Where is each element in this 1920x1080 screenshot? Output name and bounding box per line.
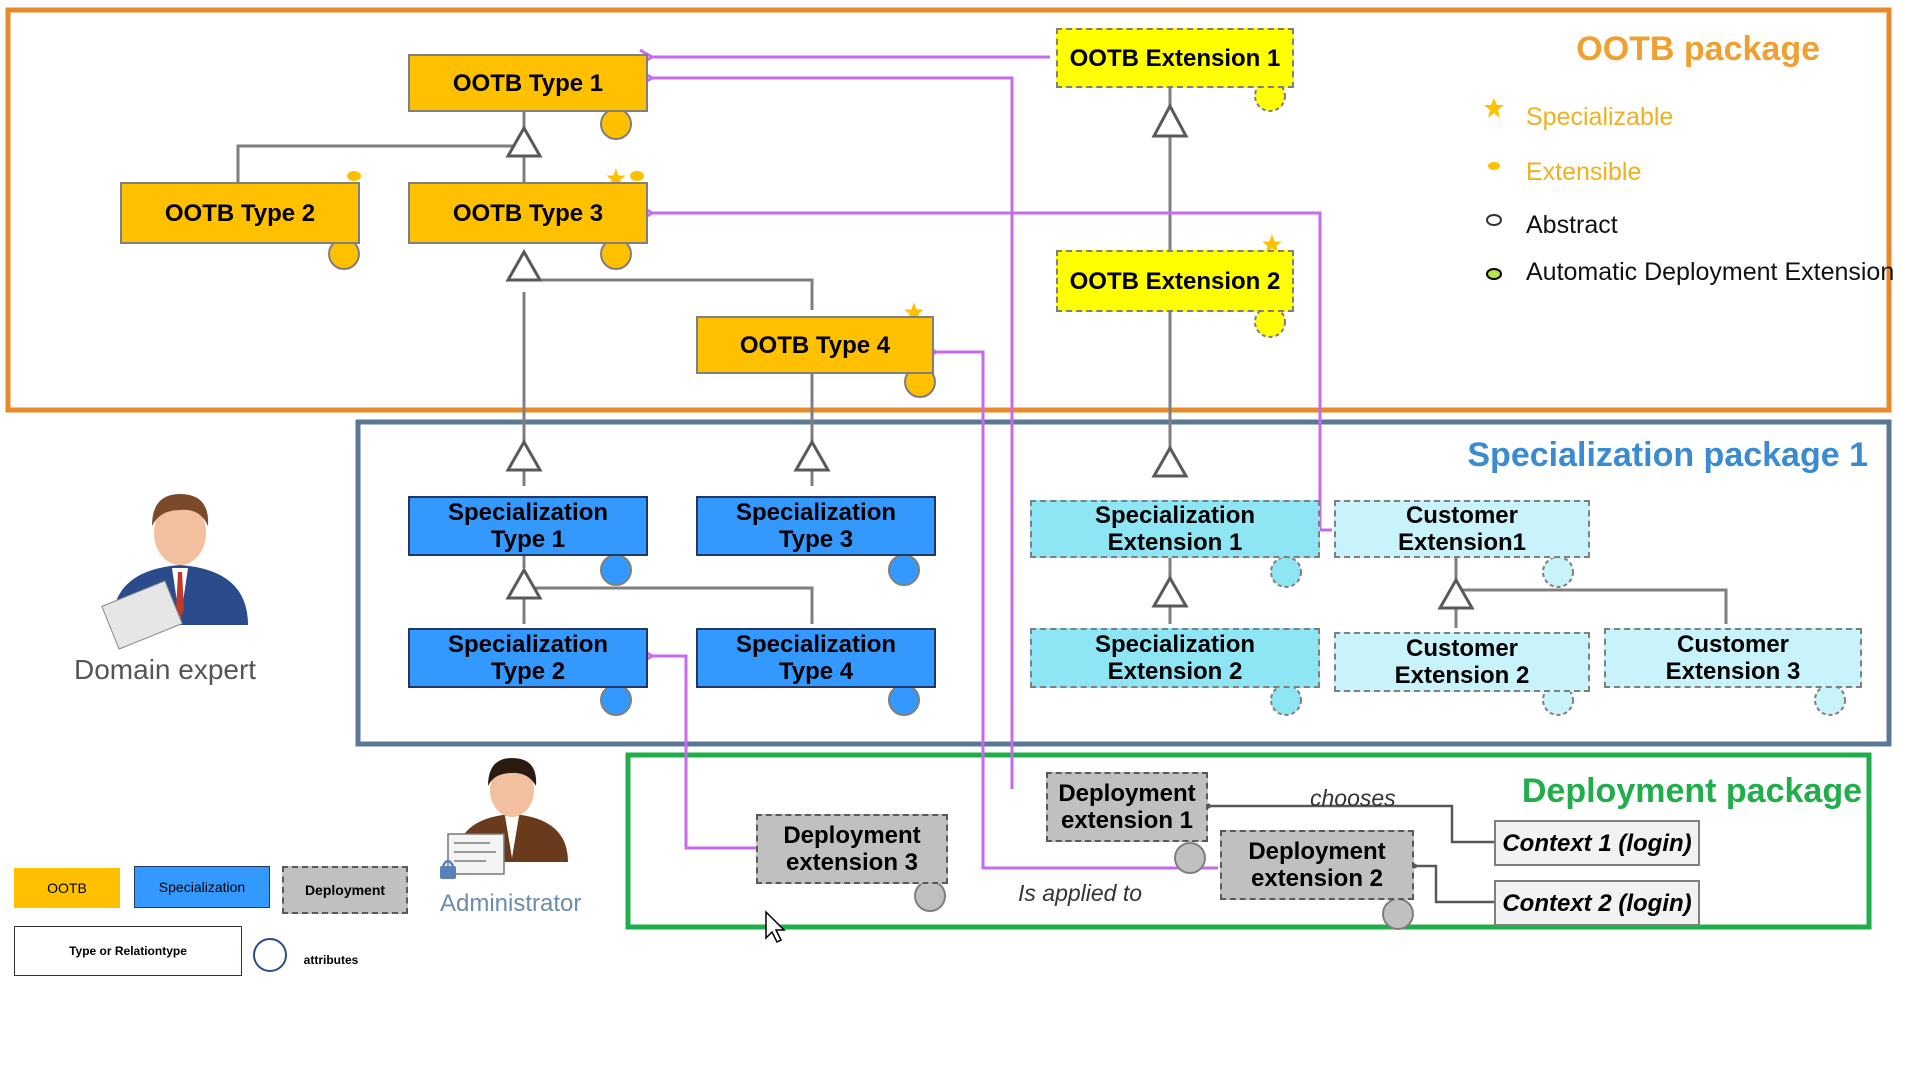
key-specialization: Specialization	[134, 866, 270, 908]
generalization-triangle	[1151, 102, 1189, 138]
attribute-circles	[328, 80, 1846, 930]
specialization-type-4[interactable]: Specialization Type 4	[696, 628, 936, 688]
attribute-circle	[1382, 898, 1414, 930]
deployment-extension-3[interactable]: Deployment extension 3	[756, 814, 948, 884]
ootb-package-frame	[5, 7, 1892, 413]
deployment-extension-2[interactable]: Deployment extension 2	[1220, 830, 1414, 900]
extensible-marker	[630, 171, 644, 181]
administrator-icon	[440, 758, 568, 879]
extensible-marker	[347, 171, 361, 181]
legend-extensible-icon	[1488, 162, 1500, 170]
generalization-triangle	[1151, 574, 1189, 608]
legend-specializable: Specializable	[1526, 103, 1674, 131]
generalization-triangle	[505, 248, 543, 282]
legend-symbols	[1484, 98, 1504, 280]
legend-auto-deploy-icon	[1486, 268, 1502, 280]
ootb-type-2[interactable]: OOTB Type 2	[120, 182, 360, 244]
attribute-circle	[1270, 556, 1302, 588]
key-type-or-relationtype: Type or Relationtype	[14, 926, 242, 976]
generalization-triangle	[505, 566, 543, 600]
context-1[interactable]: Context 1 (login)	[1494, 820, 1700, 866]
attribute-circle	[600, 684, 632, 716]
cursor-icon	[765, 910, 786, 944]
domain-expert-icon	[101, 494, 248, 650]
generalization-triangle	[505, 124, 543, 158]
ootb-extension-1[interactable]: OOTB Extension 1	[1056, 28, 1294, 88]
key-ootb: OOTB	[14, 868, 120, 908]
deployment-package-title: Deployment package	[1521, 772, 1862, 810]
extensible-markers	[347, 171, 644, 181]
customer-extension-1[interactable]: Customer Extension1	[1334, 500, 1590, 558]
customer-extension-3[interactable]: Customer Extension 3	[1604, 628, 1862, 688]
key-attributes-label: attributes	[303, 953, 359, 967]
domain-expert-label: Domain expert	[74, 654, 257, 685]
deployment-package-frame	[625, 752, 1872, 930]
legend-abstract: Abstract	[1526, 211, 1618, 239]
attribute-circle	[914, 880, 946, 912]
legend-abstract-icon	[1486, 214, 1502, 226]
ootb-type-1[interactable]: OOTB Type 1	[408, 54, 648, 112]
key-attributes-circle	[253, 938, 287, 972]
context-2[interactable]: Context 2 (login)	[1494, 880, 1700, 926]
ootb-package-title: OOTB package	[1576, 30, 1820, 68]
generalization-triangle	[505, 438, 543, 472]
specialization-extension-2[interactable]: Specialization Extension 2	[1030, 628, 1320, 688]
administrator-label: Administrator	[440, 890, 582, 917]
inheritance-lines	[236, 88, 1728, 628]
legend-extensible: Extensible	[1526, 158, 1642, 186]
attribute-circle	[1174, 842, 1206, 874]
specialization-package-title: Specialization package 1	[1467, 436, 1868, 474]
chooses-label: chooses	[1310, 785, 1396, 811]
deployment-extension-1[interactable]: Deployment extension 1	[1046, 772, 1208, 842]
legend-star-icon	[1484, 98, 1504, 118]
specialization-type-2[interactable]: Specialization Type 2	[408, 628, 648, 688]
attribute-circle	[888, 684, 920, 716]
specialization-type-1[interactable]: Specialization Type 1	[408, 496, 648, 556]
specialization-type-3[interactable]: Specialization Type 3	[696, 496, 936, 556]
star-icon	[1259, 231, 1285, 256]
generalization-triangle	[793, 438, 831, 472]
applied-to-label: Is applied to	[1018, 880, 1143, 906]
ootb-type-4[interactable]: OOTB Type 4	[696, 316, 934, 374]
key-deployment: Deployment	[282, 866, 408, 914]
ootb-extension-2[interactable]: OOTB Extension 2	[1056, 250, 1294, 312]
extension-arrows	[652, 57, 1332, 870]
legend-auto-deploy: Automatic Deployment Extension	[1526, 258, 1895, 286]
attribute-circle	[1542, 556, 1574, 588]
attribute-circle	[888, 554, 920, 586]
generalization-triangle	[1151, 444, 1189, 478]
inheritance-triangles	[505, 102, 1475, 610]
attribute-circle	[1270, 684, 1302, 716]
ootb-type-3[interactable]: OOTB Type 3	[408, 182, 648, 244]
specialization-package-frame	[355, 419, 1892, 747]
generalization-triangle	[1437, 576, 1475, 610]
attribute-circle	[600, 554, 632, 586]
specialization-extension-1[interactable]: Specialization Extension 1	[1030, 500, 1320, 558]
attribute-circle	[600, 108, 632, 140]
context-arrows	[1210, 806, 1494, 904]
customer-extension-2[interactable]: Customer Extension 2	[1334, 632, 1590, 692]
attribute-circle	[1814, 684, 1846, 716]
